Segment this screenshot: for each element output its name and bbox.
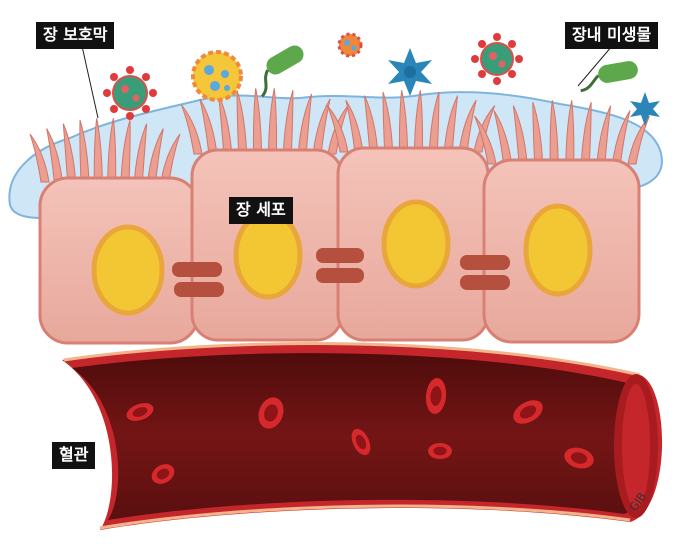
microvillus xyxy=(398,90,409,153)
nucleus xyxy=(523,203,593,297)
microvillus xyxy=(428,91,440,153)
microvillus xyxy=(147,128,164,183)
microvillus xyxy=(580,101,592,165)
microvillus xyxy=(326,105,349,153)
red-blood-cell-center xyxy=(132,407,148,417)
microvillus xyxy=(120,119,131,183)
tight-junction xyxy=(460,255,510,270)
microvillus xyxy=(596,105,612,165)
red-blood-cell-center xyxy=(264,404,278,422)
tight-junction xyxy=(316,268,364,283)
tight-junction xyxy=(316,248,364,263)
microvillus xyxy=(474,115,497,165)
tight-junction xyxy=(172,262,222,277)
label-blood-vessel: 혈관 xyxy=(52,442,96,469)
microvillus xyxy=(282,90,294,155)
microvillus xyxy=(549,100,559,165)
yellow-microbe-icon xyxy=(191,50,243,102)
red-blood-cells xyxy=(126,378,594,484)
bacterium-icon xyxy=(260,45,304,98)
microvillus xyxy=(611,110,631,165)
microvillus xyxy=(345,99,364,153)
nucleus xyxy=(91,224,165,316)
microvillus xyxy=(413,90,424,153)
microvillus xyxy=(312,98,331,155)
nucleus xyxy=(233,210,303,300)
star-microbe-icon xyxy=(630,92,660,126)
microvillus xyxy=(458,99,477,153)
virus-icon xyxy=(471,33,523,85)
red-blood-cell-center xyxy=(433,446,447,456)
leader-line xyxy=(577,45,613,87)
label-mucus-layer: 장 보호막 xyxy=(36,22,115,49)
red-blood-cell-center xyxy=(156,468,170,480)
microvillus xyxy=(180,104,203,155)
microvillus xyxy=(532,101,544,165)
microvillus xyxy=(29,133,50,183)
label-microbiota: 장내 미생물 xyxy=(565,22,659,49)
virus-icon xyxy=(337,32,363,58)
microvillus xyxy=(62,123,77,183)
red-blood-cell-center xyxy=(430,386,442,406)
red-blood-cell-center xyxy=(570,452,588,464)
microvillus xyxy=(443,95,459,153)
microvillus xyxy=(382,91,394,153)
bacterium-icon xyxy=(580,61,638,93)
intestinal-cells xyxy=(38,146,641,345)
microvillus xyxy=(252,88,263,155)
microvillus xyxy=(133,123,148,183)
microvillus xyxy=(107,118,117,183)
microvillus xyxy=(93,118,103,183)
star-microbe-icon xyxy=(388,48,432,96)
microvillus xyxy=(565,100,575,165)
microvillus xyxy=(267,88,278,155)
microvillus xyxy=(363,95,379,153)
microvillus xyxy=(627,115,650,165)
microvillus xyxy=(512,105,528,165)
virus-icon xyxy=(103,66,157,120)
microvillus xyxy=(236,90,248,155)
microvillus xyxy=(493,110,513,165)
leader-line xyxy=(81,45,99,119)
red-blood-cell-center xyxy=(355,434,367,450)
microbiota xyxy=(103,32,660,126)
microvillus xyxy=(160,133,181,183)
label-intestinal-cells: 장 세포 xyxy=(229,197,293,224)
microvilli xyxy=(29,88,650,183)
tight-junction xyxy=(174,282,224,297)
red-blood-cell-center xyxy=(519,405,537,419)
nucleus xyxy=(381,199,451,289)
microvillus xyxy=(199,98,218,155)
microvillus xyxy=(79,119,90,183)
microvillus xyxy=(297,93,313,155)
tight-junction xyxy=(460,275,510,290)
microvillus xyxy=(46,128,63,183)
